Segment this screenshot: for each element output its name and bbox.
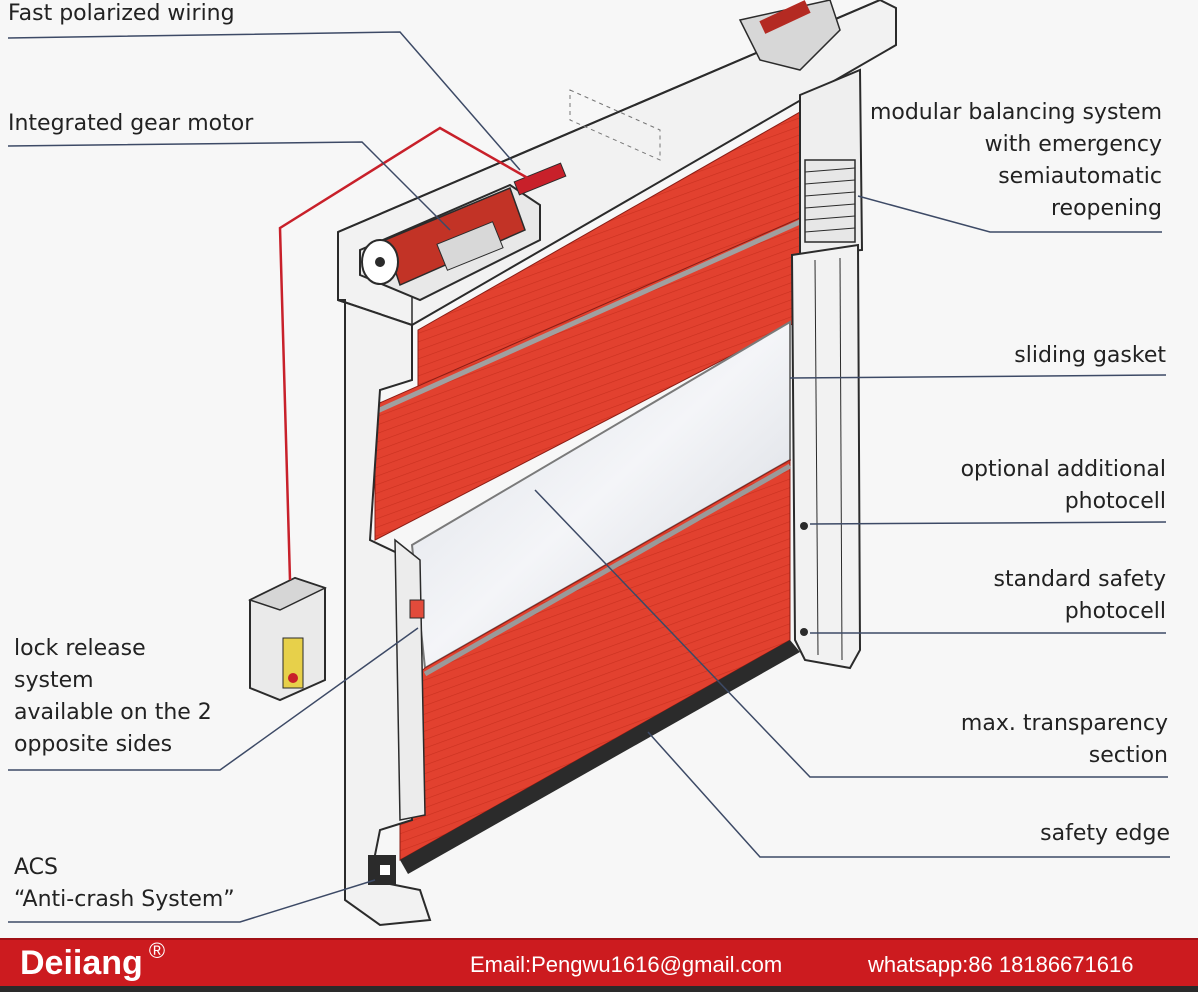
label-acs: ACS “Anti-crash System” — [14, 852, 235, 916]
leader-lines — [7, 31, 1170, 923]
label-max-transparency: max. transparency section — [961, 708, 1168, 772]
top-right-assembly — [738, 0, 841, 71]
label-acs-line2: “Anti-crash System” — [14, 887, 235, 912]
label-standard-photocell-line2: photocell — [1064, 599, 1166, 624]
power-cable — [278, 126, 541, 581]
right-frame-lower — [790, 243, 862, 670]
label-safety-edge: safety edge — [1040, 821, 1170, 846]
label-integrated-gear-motor: Integrated gear motor — [8, 111, 254, 136]
registered-mark: ® — [148, 938, 166, 963]
brand-logo: Deiiang® — [20, 938, 165, 983]
label-lock-release-line3: available on the 2 — [14, 700, 212, 725]
label-modular-balancing-line2: with emergency — [984, 132, 1162, 157]
contact-email[interactable]: Email:Pengwu1616@gmail.com — [470, 952, 783, 977]
wiring-plug — [513, 162, 567, 196]
label-modular-balancing-line3: semiautomatic — [998, 164, 1162, 189]
gear-motor — [359, 183, 541, 302]
label-modular-balancing-line4: reopening — [1050, 196, 1162, 221]
bottom-strip — [0, 986, 1198, 992]
label-lock-release-line4: opposite sides — [14, 732, 173, 757]
label-optional-photocell: optional additional photocell — [961, 454, 1166, 518]
safety-edge-bar — [400, 640, 800, 874]
acs-block — [368, 855, 396, 885]
footer-banner: Deiiang® Email:Pengwu1616@gmail.com what… — [0, 938, 1198, 992]
label-optional-photocell-line2: photocell — [1064, 489, 1166, 514]
label-standard-photocell-line1: standard safety — [993, 567, 1166, 592]
label-modular-balancing: modular balancing system with emergency … — [870, 97, 1162, 225]
label-fast-polarized-wiring: Fast polarized wiring — [8, 1, 235, 26]
brand-name: Deiiang — [20, 944, 143, 982]
optional-photocell-dot — [800, 522, 808, 530]
label-sliding-gasket: sliding gasket — [1014, 343, 1166, 368]
label-lock-release-line1: lock release — [14, 636, 146, 661]
label-max-transparency-line2: section — [1088, 743, 1168, 768]
label-acs-line1: ACS — [14, 855, 58, 880]
label-standard-photocell: standard safety photocell — [994, 564, 1166, 628]
label-optional-photocell-line1: optional additional — [960, 457, 1166, 482]
contact-whatsapp[interactable]: whatsapp:86 18186671616 — [868, 952, 1134, 977]
control-box — [248, 576, 327, 702]
label-modular-balancing-line1: modular balancing system — [869, 100, 1162, 125]
label-lock-release: lock release system available on the 2 o… — [14, 633, 212, 761]
standard-photocell-dot — [800, 628, 808, 636]
label-lock-release-line2: system — [14, 668, 94, 693]
lock-release-post — [394, 538, 426, 821]
balancing-coil — [804, 159, 856, 243]
label-max-transparency-line1: max. transparency — [960, 711, 1168, 736]
